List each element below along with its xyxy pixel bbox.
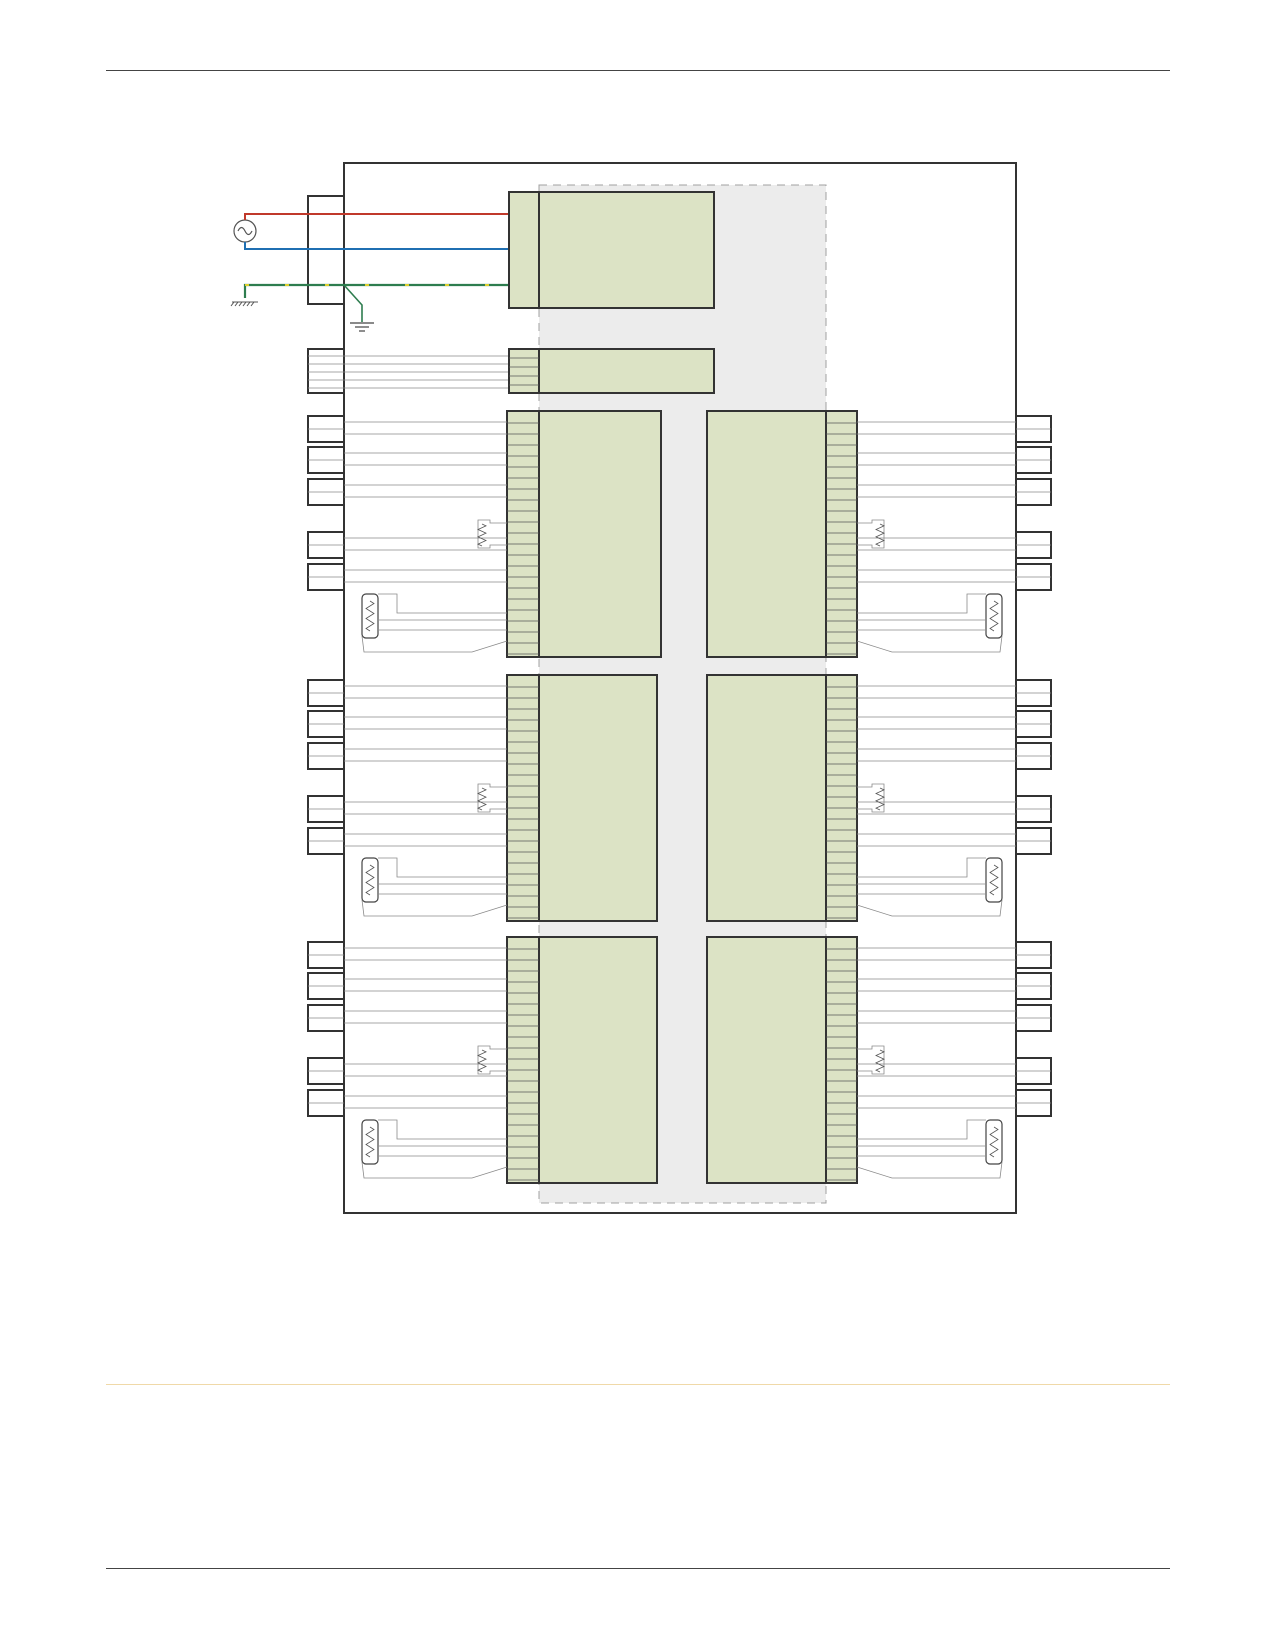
header-rule [106,70,1170,71]
right-sensor-element [989,600,999,632]
earth-symbol-hatch [246,301,251,307]
left-sensor-element [365,1126,375,1158]
left-bias-resistor [477,1049,487,1073]
earth-symbol-hatch [242,301,247,307]
left-bias-resistor [477,787,487,811]
right-sensor-wire [857,857,986,878]
footer-rule [106,1568,1170,1569]
right-sensor-element [989,1126,999,1158]
left-sensor-wire [378,857,507,878]
left-bias-resistor [477,523,487,547]
left-io-terminal-block [506,674,540,922]
right-io-terminal-block [825,410,858,658]
neutral-wire [244,242,540,250]
right-sensor-wire [857,1119,986,1140]
ac-sine-icon [237,226,253,236]
left-bias-resistor-bracket [477,783,507,813]
right-sensor-wire [857,593,986,614]
right-bias-resistor-bracket [857,783,885,813]
left-bias-resistor-bracket [477,519,507,549]
right-io-terminal-block [825,674,858,922]
right-io-module-body [706,936,827,1184]
right-bias-resistor-bracket [857,1045,885,1075]
left-sensor-element [365,600,375,632]
right-bias-resistor [875,1049,885,1073]
right-io-module-body [706,410,827,658]
left-sensor-shield-wire [361,1161,508,1179]
footer-accent-rule [106,1384,1170,1385]
left-bias-resistor-bracket [477,1045,507,1075]
chassis-ground-wire [343,284,363,322]
left-sensor-wire [378,1119,507,1140]
left-sensor-shield-wire [361,635,508,653]
right-bias-resistor [875,523,885,547]
controller-module [508,348,715,394]
right-io-terminal-block [825,936,858,1184]
left-io-terminal-block [506,410,540,658]
earth-symbol-hatch [230,301,235,307]
right-sensor-element [989,864,999,896]
right-io-module-body [706,674,827,922]
right-bias-resistor-bracket [857,519,885,549]
left-sensor-shield-wire [361,899,508,917]
right-sensor-shield-wire [856,1161,1003,1179]
right-sensor-shield-wire [856,635,1003,653]
earth-symbol-hatch [234,301,239,307]
earth-symbol-hatch [238,301,243,307]
right-sensor-shield-wire [856,899,1003,917]
power-supply-module [508,191,715,309]
left-io-module-body [538,936,658,1184]
live-wire [244,213,540,220]
left-sensor-wire [378,593,507,614]
left-io-terminal-block [506,936,540,1184]
left-sensor-element [365,864,375,896]
earth-symbol-hatch [250,301,255,307]
left-io-module-body [538,674,658,922]
left-io-module-body [538,410,662,658]
right-bias-resistor [875,787,885,811]
